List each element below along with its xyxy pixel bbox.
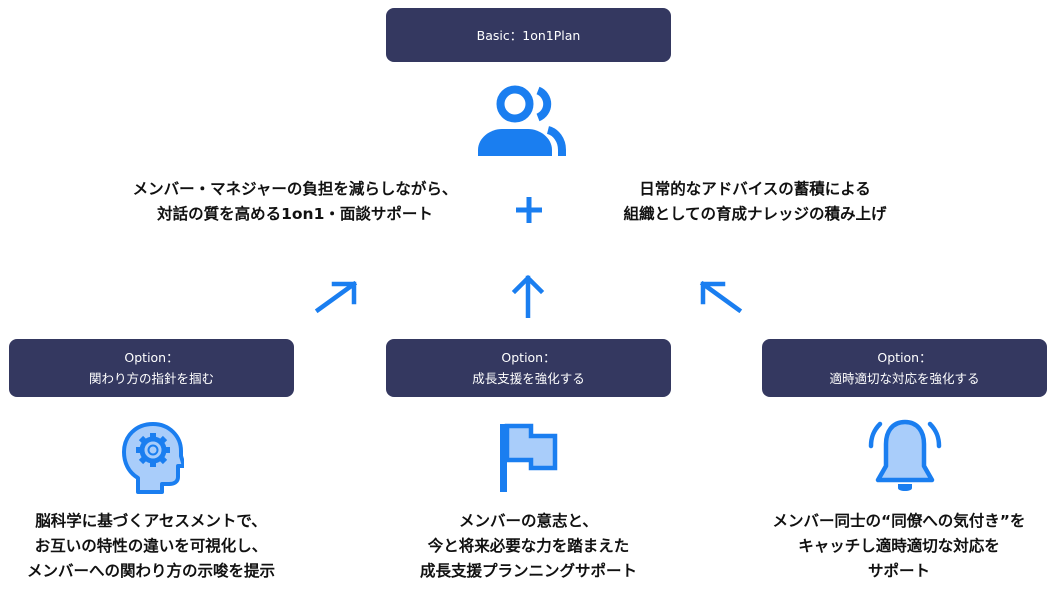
plus-icon: [515, 196, 543, 224]
option-3-desc-line-2: キャッチし適時適切な対応を: [798, 537, 1000, 555]
basic-plan-box: Basic：1on1Plan: [386, 8, 671, 62]
option-1-desc-line-2: お互いの特性の違いを可視化し、: [34, 537, 268, 555]
option-1-desc: 脳科学に基づくアセスメントで、 お互いの特性の違いを可視化し、 メンバーへの関わ…: [0, 509, 302, 584]
flag-icon: [497, 422, 561, 494]
basic-left-line-1: メンバー・マネジャーの負担を減らしながら、: [132, 180, 458, 198]
option-3-desc-line-3: サポート: [867, 562, 930, 580]
head-gear-icon: [122, 422, 184, 494]
option-2-desc-line-2: 今と将来必要な力を踏まえた: [427, 537, 630, 555]
option-1-subtitle: 関わり方の指針を掴む: [88, 371, 214, 386]
option-box-1: Option： 関わり方の指針を掴む: [9, 339, 294, 397]
option-2-desc-line-3: 成長支援プランニングサポート: [419, 562, 637, 580]
option-3-subtitle: 適時適切な対応を強化する: [829, 371, 980, 386]
basic-left-line-2: 対話の質を高める1on1・面談サポート: [157, 205, 433, 223]
option-3-title: Option：: [877, 350, 932, 365]
option-3-desc: メンバー同士の“同僚への気付き”を キャッチし適時適切な対応を サポート: [752, 509, 1046, 584]
arrow-up-right-icon: [312, 276, 360, 316]
option-1-title: Option：: [124, 350, 179, 365]
option-1-desc-line-1: 脳科学に基づくアセスメントで、: [35, 512, 267, 530]
option-box-2: Option： 成長支援を強化する: [386, 339, 671, 397]
option-3-desc-line-1: メンバー同士の“同僚への気付き”を: [772, 512, 1026, 530]
option-2-subtitle: 成長支援を強化する: [472, 371, 585, 386]
option-2-title: Option：: [501, 350, 556, 365]
basic-right-line-1: 日常的なアドバイスの蓄積による: [639, 180, 871, 198]
basic-plan-label: Basic：1on1Plan: [476, 27, 581, 43]
arrow-up-icon: [511, 272, 545, 318]
users-icon: [476, 84, 580, 158]
option-2-desc: メンバーの意志と、 今と将来必要な力を踏まえた 成長支援プランニングサポート: [378, 509, 679, 584]
basic-right-text: 日常的なアドバイスの蓄積による 組織としての育成ナレッジの積み上げ: [590, 177, 920, 227]
basic-right-line-2: 組織としての育成ナレッジの積み上げ: [623, 205, 887, 223]
option-box-3: Option： 適時適切な対応を強化する: [762, 339, 1047, 397]
option-1-desc-line-3: メンバーへの関わり方の示唆を提示: [26, 562, 275, 580]
basic-left-text: メンバー・マネジャーの負担を減らしながら、 対話の質を高める1on1・面談サポー…: [110, 177, 480, 227]
option-2-desc-line-1: メンバーの意志と、: [459, 512, 598, 530]
arrow-up-left-icon: [697, 276, 745, 316]
bell-ringing-icon: [868, 418, 942, 496]
